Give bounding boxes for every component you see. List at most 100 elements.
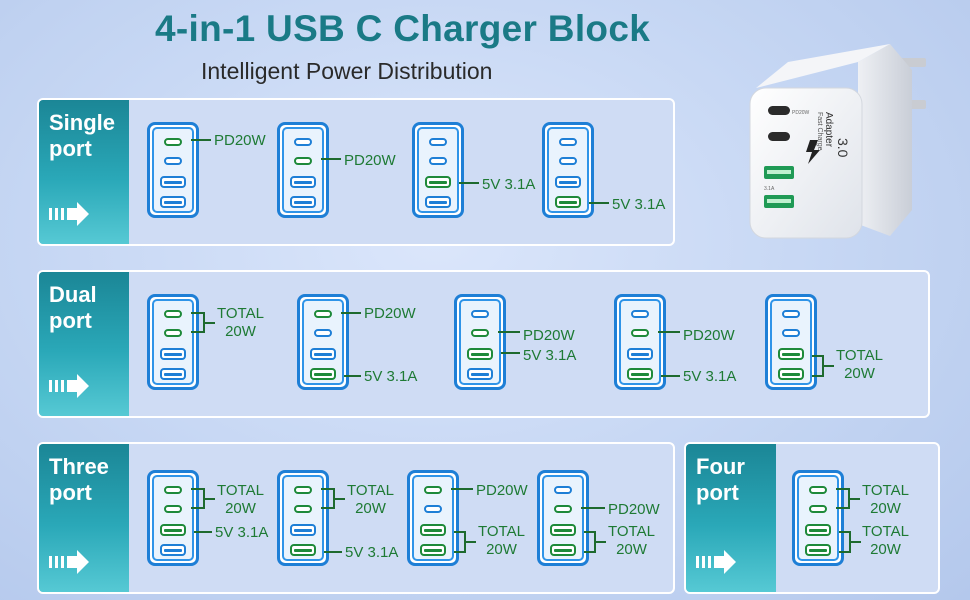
usb-a-port: [467, 368, 493, 380]
usb-c-port-active: [809, 505, 827, 513]
charger-diagram: [412, 122, 464, 218]
arrow-icon: [49, 202, 89, 226]
usb-c-port-active: [424, 486, 442, 494]
pd-text: PD20W: [792, 110, 810, 116]
charger-diagram: [147, 294, 199, 390]
usb-a-port: [425, 196, 451, 208]
usb-a-port-active: [160, 524, 186, 536]
usb-a-port: [310, 348, 336, 360]
arrow-icon: [49, 374, 89, 398]
usb-a-port-active: [425, 176, 451, 188]
usb-c-port-active: [294, 486, 312, 494]
usb-a-port-active: [467, 348, 493, 360]
usb-c-port-active: [631, 329, 649, 337]
usb-a-port-active: [627, 368, 653, 380]
port-label: 5V 3.1A: [523, 347, 577, 364]
usb-a-port-active: [555, 196, 581, 208]
usb-c-port: [429, 157, 447, 165]
usb-c-port-active: [164, 310, 182, 318]
usb-a-port-active: [805, 524, 831, 536]
usb-c-port-active: [294, 157, 312, 165]
usb-a-text: 3.1A: [764, 186, 775, 192]
port-label: TOTAL 20W: [608, 523, 655, 558]
port-label: TOTAL 20W: [862, 523, 909, 558]
port-label: 5V 3.1A: [364, 368, 418, 385]
port-label: PD20W: [608, 501, 660, 518]
charger-diagram: [542, 122, 594, 218]
usb-a-port-active: [805, 544, 831, 556]
usb-a-port-active: [420, 544, 446, 556]
version-text: 3.0: [835, 138, 851, 158]
usb-c-port: [554, 486, 572, 494]
port-label: PD20W: [683, 327, 735, 344]
four-port-sidebar: Four port: [686, 444, 776, 592]
dual-port-panel: Dual port TOTAL 20W PD20W 5V 3.1A PD20W …: [37, 270, 930, 418]
three-port-sidebar: Three port: [39, 444, 129, 592]
charger-diagram: [407, 470, 459, 566]
port-label: PD20W: [523, 327, 575, 344]
single-port-sidebar: Single port: [39, 100, 129, 244]
usb-c-port: [164, 157, 182, 165]
dual-port-label: Dual port: [49, 282, 97, 333]
four-port-label: Four port: [696, 454, 745, 505]
usb-c-port: [424, 505, 442, 513]
usb-a-port-active: [778, 348, 804, 360]
usb-c-port: [471, 310, 489, 318]
usb-a-port: [290, 196, 316, 208]
three-port-panel: Three port TOTAL 20W 5V 3.1A TOTAL 20W 5…: [37, 442, 675, 594]
port-label: 5V 3.1A: [612, 196, 666, 213]
port-label: PD20W: [214, 132, 266, 149]
port-label: TOTAL 20W: [217, 482, 264, 517]
usb-a-port: [160, 196, 186, 208]
usb-a-port: [555, 176, 581, 188]
usb-c-port-active: [164, 329, 182, 337]
charger-adapter-illustration: PD20W 3.1A Adapter Fast Charge 3.0: [749, 44, 926, 239]
port-label: TOTAL 20W: [836, 347, 883, 382]
usb-a-port-active: [550, 524, 576, 536]
usb-c-port: [559, 138, 577, 146]
charger-diagram: [537, 470, 589, 566]
usb-c-port-active: [471, 329, 489, 337]
usb-a-port-active: [310, 368, 336, 380]
usb-a-port-active: [290, 544, 316, 556]
charger-diagram: [277, 470, 329, 566]
port-label: TOTAL 20W: [347, 482, 394, 517]
usb-a-port: [160, 176, 186, 188]
usb-c-port: [559, 157, 577, 165]
usb-c-port-active: [164, 486, 182, 494]
arrow-icon: [696, 550, 736, 574]
charger-diagram: [765, 294, 817, 390]
charger-diagram: [147, 470, 199, 566]
usb-c-port: [294, 138, 312, 146]
port-label: PD20W: [344, 152, 396, 169]
charger-diagram: [147, 122, 199, 218]
usb-c-port-active: [164, 505, 182, 513]
arrow-icon: [49, 550, 89, 574]
usb-a-port: [290, 524, 316, 536]
mode-text: Fast Charge: [816, 112, 823, 151]
page-title: 4-in-1 USB C Charger Block: [155, 8, 651, 49]
usb-c-port-active: [809, 486, 827, 494]
usb-c-port-active: [314, 310, 332, 318]
usb-c-port: [429, 138, 447, 146]
dual-port-sidebar: Dual port: [39, 272, 129, 416]
port-label: PD20W: [476, 482, 528, 499]
usb-a-port-active: [778, 368, 804, 380]
usb-a-port: [290, 176, 316, 188]
usb-c-port-active: [554, 505, 572, 513]
usb-c-port: [314, 329, 332, 337]
usb-c-port: [782, 310, 800, 318]
brand-text: Adapter: [823, 112, 834, 148]
usb-c-port-active: [164, 138, 182, 146]
usb-a-port: [160, 348, 186, 360]
page-subtitle: Intelligent Power Distribution: [201, 58, 493, 84]
port-label: 5V 3.1A: [482, 176, 536, 193]
port-label: 5V 3.1A: [345, 544, 399, 561]
usb-a-port: [160, 544, 186, 556]
port-label: TOTAL 20W: [862, 482, 909, 517]
charger-diagram: [454, 294, 506, 390]
usb-c-port-active: [294, 505, 312, 513]
port-label: 5V 3.1A: [215, 524, 269, 541]
usb-c-port: [782, 329, 800, 337]
single-port-panel: Single port PD20W PD20W 5V 3.1A 5: [37, 98, 675, 246]
